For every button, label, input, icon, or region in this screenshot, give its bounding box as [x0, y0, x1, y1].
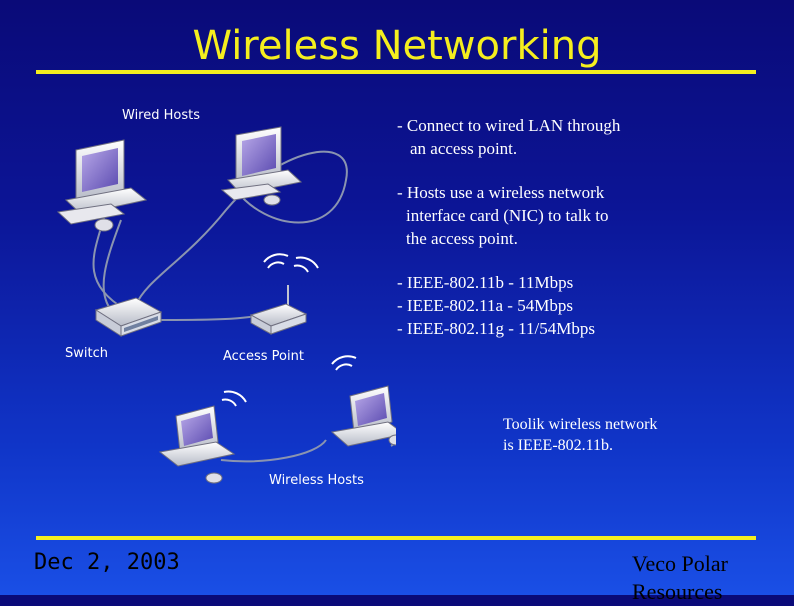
bullet-item-1: - Connect to wired LAN through an access… [397, 114, 687, 160]
bullet-item-3: - IEEE-802.11b - 11Mbps - IEEE-802.11a -… [397, 271, 687, 340]
network-diagram: Wired Hosts Switch Access Point Wireless… [36, 90, 406, 510]
wireless-host-1-icon [158, 405, 236, 484]
title-underline [36, 70, 756, 74]
label-switch: Switch [65, 346, 108, 361]
bullet-3-line-1: - IEEE-802.11b - 11Mbps [397, 273, 574, 292]
label-wired-hosts: Wired Hosts [122, 108, 200, 123]
footer-date: Dec 2, 2003 [34, 550, 180, 575]
bullet-3-line-3: - IEEE-802.11g - 11/54Mbps [397, 319, 595, 338]
wireless-signal-icon [221, 253, 357, 407]
bullet-3-line-2: - IEEE-802.11a - 54Mbps [397, 296, 573, 315]
wired-host-1-icon [56, 139, 148, 232]
label-wireless-hosts: Wireless Hosts [269, 473, 364, 488]
bullet-list: - Connect to wired LAN through an access… [397, 114, 687, 361]
wireless-host-2-icon [330, 385, 406, 447]
footer-org-line-1: Veco Polar [632, 551, 728, 576]
bullet-1-line-1: - Connect to wired LAN through [397, 116, 621, 135]
slide-title: Wireless Networking [192, 23, 602, 69]
switch-icon [94, 297, 163, 337]
footer-organization: Veco Polar Resources [632, 550, 728, 606]
bullet-item-2: - Hosts use a wireless network interface… [397, 181, 687, 250]
footer-org-line-2: Resources [632, 579, 723, 604]
toolik-note: Toolik wireless network is IEEE-802.11b. [503, 414, 723, 456]
label-access-point: Access Point [223, 349, 304, 364]
note-line-2: is IEEE-802.11b. [503, 437, 614, 454]
note-line-1: Toolik wireless network [503, 416, 658, 433]
footer-rule [36, 536, 756, 540]
bullet-2-line-2: interface card (NIC) to talk to [406, 206, 609, 225]
wired-host-2-icon [220, 126, 303, 206]
bullet-1-line-2: an access point. [410, 139, 518, 158]
network-diagram-graphic [56, 126, 406, 484]
bullet-2-line-3: the access point. [406, 229, 518, 248]
access-point-icon [249, 285, 308, 335]
bullet-2-line-1: - Hosts use a wireless network [397, 183, 605, 202]
